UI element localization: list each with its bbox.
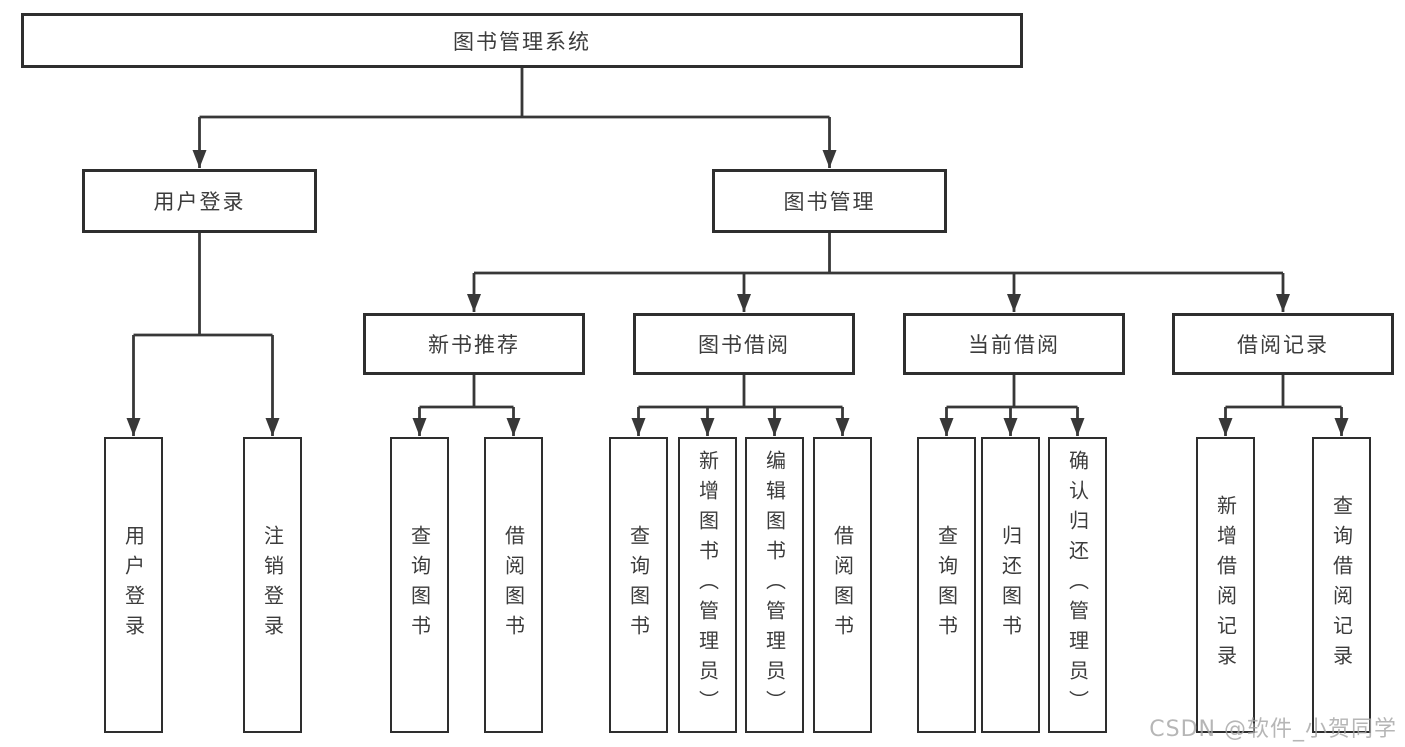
leaf-query-books-recommend: 查询图书 [390, 437, 449, 733]
node-current-borrow: 当前借阅 [903, 313, 1125, 375]
node-label: 新书推荐 [428, 333, 520, 357]
node-label: 新增借阅记录 [1213, 495, 1238, 675]
connector-user-login-branch [126, 232, 280, 436]
node-label: 新增图书（管理员） [695, 450, 720, 720]
node-label: 查询图书 [934, 525, 959, 645]
csdn-watermark: CSDN @软件_小贺同学 [1149, 717, 1397, 742]
node-borrow-record: 借阅记录 [1172, 313, 1394, 375]
leaf-add-books-admin: 新增图书（管理员） [678, 437, 737, 733]
node-label: 查询借阅记录 [1329, 495, 1354, 675]
leaf-logout: 注销登录 [243, 437, 302, 733]
node-label: 注销登录 [260, 525, 285, 645]
node-label: 图书借阅 [698, 333, 790, 357]
node-label: 用户登录 [121, 525, 146, 645]
node-label: 用户登录 [153, 190, 246, 214]
leaf-add-borrow-record: 新增借阅记录 [1196, 437, 1255, 733]
node-label: 图书管理系统 [453, 29, 591, 54]
node-user-login: 用户登录 [82, 169, 317, 233]
connector-book-management-branch [467, 232, 1290, 312]
node-label: 查询图书 [626, 525, 651, 645]
node-label: 借阅图书 [830, 525, 855, 645]
node-library-management-system: 图书管理系统 [21, 13, 1023, 68]
leaf-query-borrow-record: 查询借阅记录 [1312, 437, 1371, 733]
leaf-edit-books-admin: 编辑图书（管理员） [745, 437, 804, 733]
leaf-return-books: 归还图书 [981, 437, 1040, 733]
connector-borrow-record-branch [1218, 374, 1349, 436]
connector-book-borrow-branch [631, 374, 850, 436]
node-label: 当前借阅 [968, 333, 1060, 357]
node-label: 确认归还（管理员） [1065, 450, 1090, 720]
node-label: 归还图书 [998, 525, 1023, 645]
node-label: 图书管理 [783, 190, 876, 214]
node-label: 查询图书 [407, 525, 432, 645]
node-new-book-recommend: 新书推荐 [363, 313, 585, 375]
connector-new-book-branch [412, 374, 521, 436]
connector-root-to-level2 [192, 68, 837, 168]
node-book-management: 图书管理 [712, 169, 947, 233]
leaf-query-books-current: 查询图书 [917, 437, 976, 733]
leaf-query-books-borrow: 查询图书 [609, 437, 668, 733]
node-book-borrow: 图书借阅 [633, 313, 855, 375]
leaf-user-login: 用户登录 [104, 437, 163, 733]
leaf-borrow-books: 借阅图书 [813, 437, 872, 733]
leaf-confirm-return-admin: 确认归还（管理员） [1048, 437, 1107, 733]
node-label: 编辑图书（管理员） [762, 450, 787, 720]
node-label: 借阅记录 [1237, 333, 1329, 357]
node-label: 借阅图书 [501, 525, 526, 645]
leaf-borrow-books-recommend: 借阅图书 [484, 437, 543, 733]
connector-current-borrow-branch [939, 374, 1085, 436]
